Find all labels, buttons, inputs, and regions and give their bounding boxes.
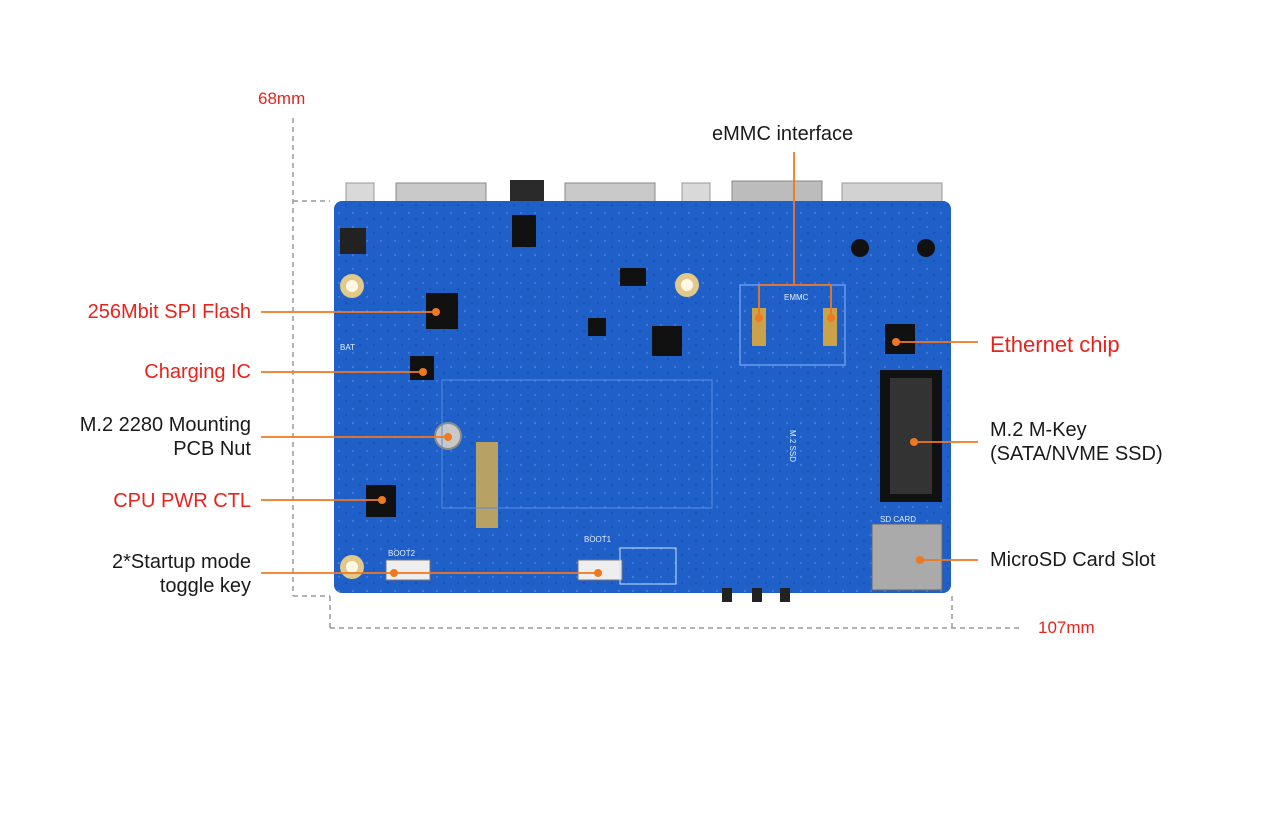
pcb-board <box>334 201 951 602</box>
label-cpu-pwr-ctl: CPU PWR CTL <box>113 490 251 512</box>
label-spi-flash: 256Mbit SPI Flash <box>87 301 251 323</box>
label-m2-key-line1: M.2 M-Key <box>990 419 1087 441</box>
dimension-lines <box>292 118 1020 629</box>
label-emmc-interface: eMMC interface <box>712 123 854 145</box>
label-microsd-slot: MicroSD Card Slot <box>990 549 1156 571</box>
height-dimension: 68mm <box>258 89 306 108</box>
silk-sdcard: SD CARD <box>880 515 916 524</box>
label-startup-line2: toggle key <box>159 575 251 597</box>
label-ethernet-chip: Ethernet chip <box>990 332 1120 357</box>
label-m2-nut-line2: PCB Nut <box>173 438 251 460</box>
label-charging-ic: Charging IC <box>144 361 251 383</box>
silk-boot1: BOOT1 <box>584 535 612 544</box>
leader-lines <box>261 152 978 574</box>
label-startup-line1: 2*Startup mode <box>112 551 251 573</box>
label-startup-toggle: 2*Startup mode toggle key <box>112 550 251 598</box>
label-m2-nut: M.2 2280 Mounting PCB Nut <box>80 413 251 461</box>
silk-boot2: BOOT2 <box>388 549 416 558</box>
label-m2-key: M.2 M-Key (SATA/NVME SSD) <box>990 418 1163 466</box>
label-m2-nut-line1: M.2 2280 Mounting <box>79 414 251 436</box>
width-dimension: 107mm <box>1038 618 1095 637</box>
label-m2-key-line2: (SATA/NVME SSD) <box>990 443 1163 465</box>
leader-dots <box>378 308 924 577</box>
silk-emmc: EMMC <box>784 293 809 302</box>
silk-m2ssd: M.2 SSD <box>788 430 797 462</box>
silk-bat: BAT <box>340 343 355 352</box>
